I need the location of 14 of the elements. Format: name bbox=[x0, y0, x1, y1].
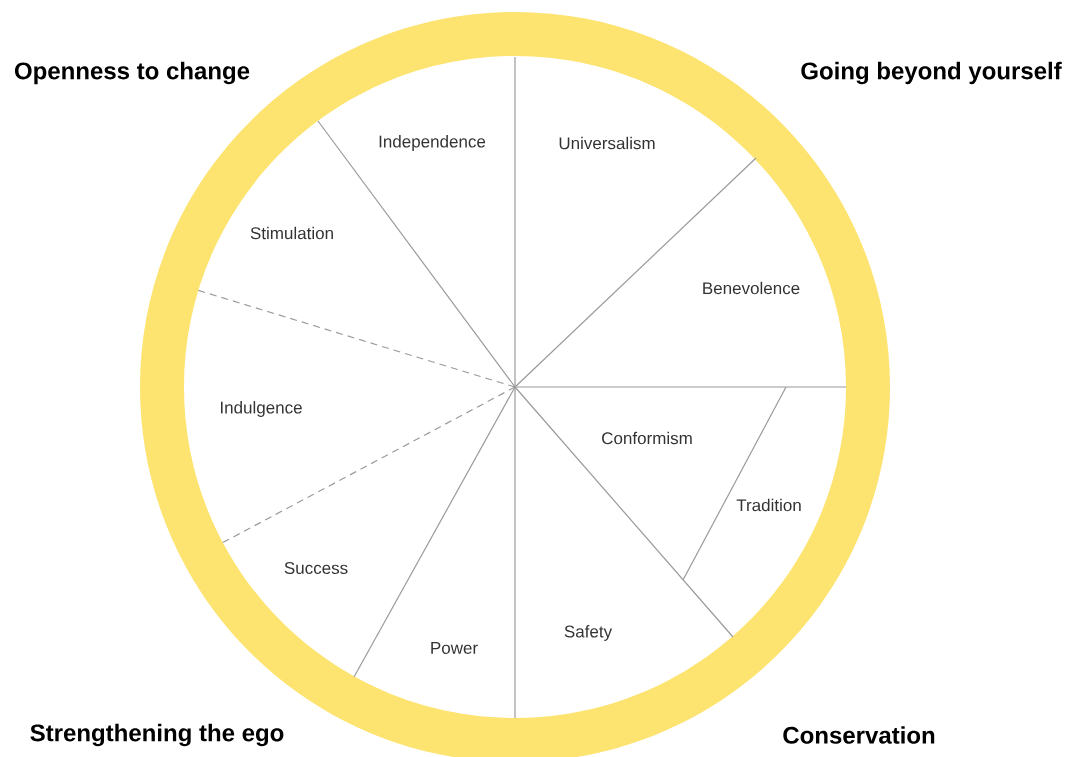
value-label: Indulgence bbox=[221, 401, 302, 417]
quadrant-heading: Openness to change bbox=[14, 61, 250, 85]
value-label: Independence bbox=[379, 135, 486, 151]
value-label: Safety bbox=[564, 625, 613, 641]
value-label: Universalism bbox=[559, 136, 655, 150]
value-label: Power bbox=[431, 642, 478, 654]
quadrant-heading: Going beyond yourself bbox=[801, 61, 1062, 85]
value-label: Benevolence bbox=[703, 281, 800, 295]
value-label: Conformism bbox=[602, 431, 692, 445]
value-label: Tradition bbox=[736, 498, 801, 512]
quadrant-heading: Strengthening the ego bbox=[30, 723, 284, 747]
value-label: Success bbox=[284, 562, 348, 575]
quadrant-heading: Conservation bbox=[783, 726, 935, 744]
value-label: Stimulation bbox=[250, 226, 333, 240]
